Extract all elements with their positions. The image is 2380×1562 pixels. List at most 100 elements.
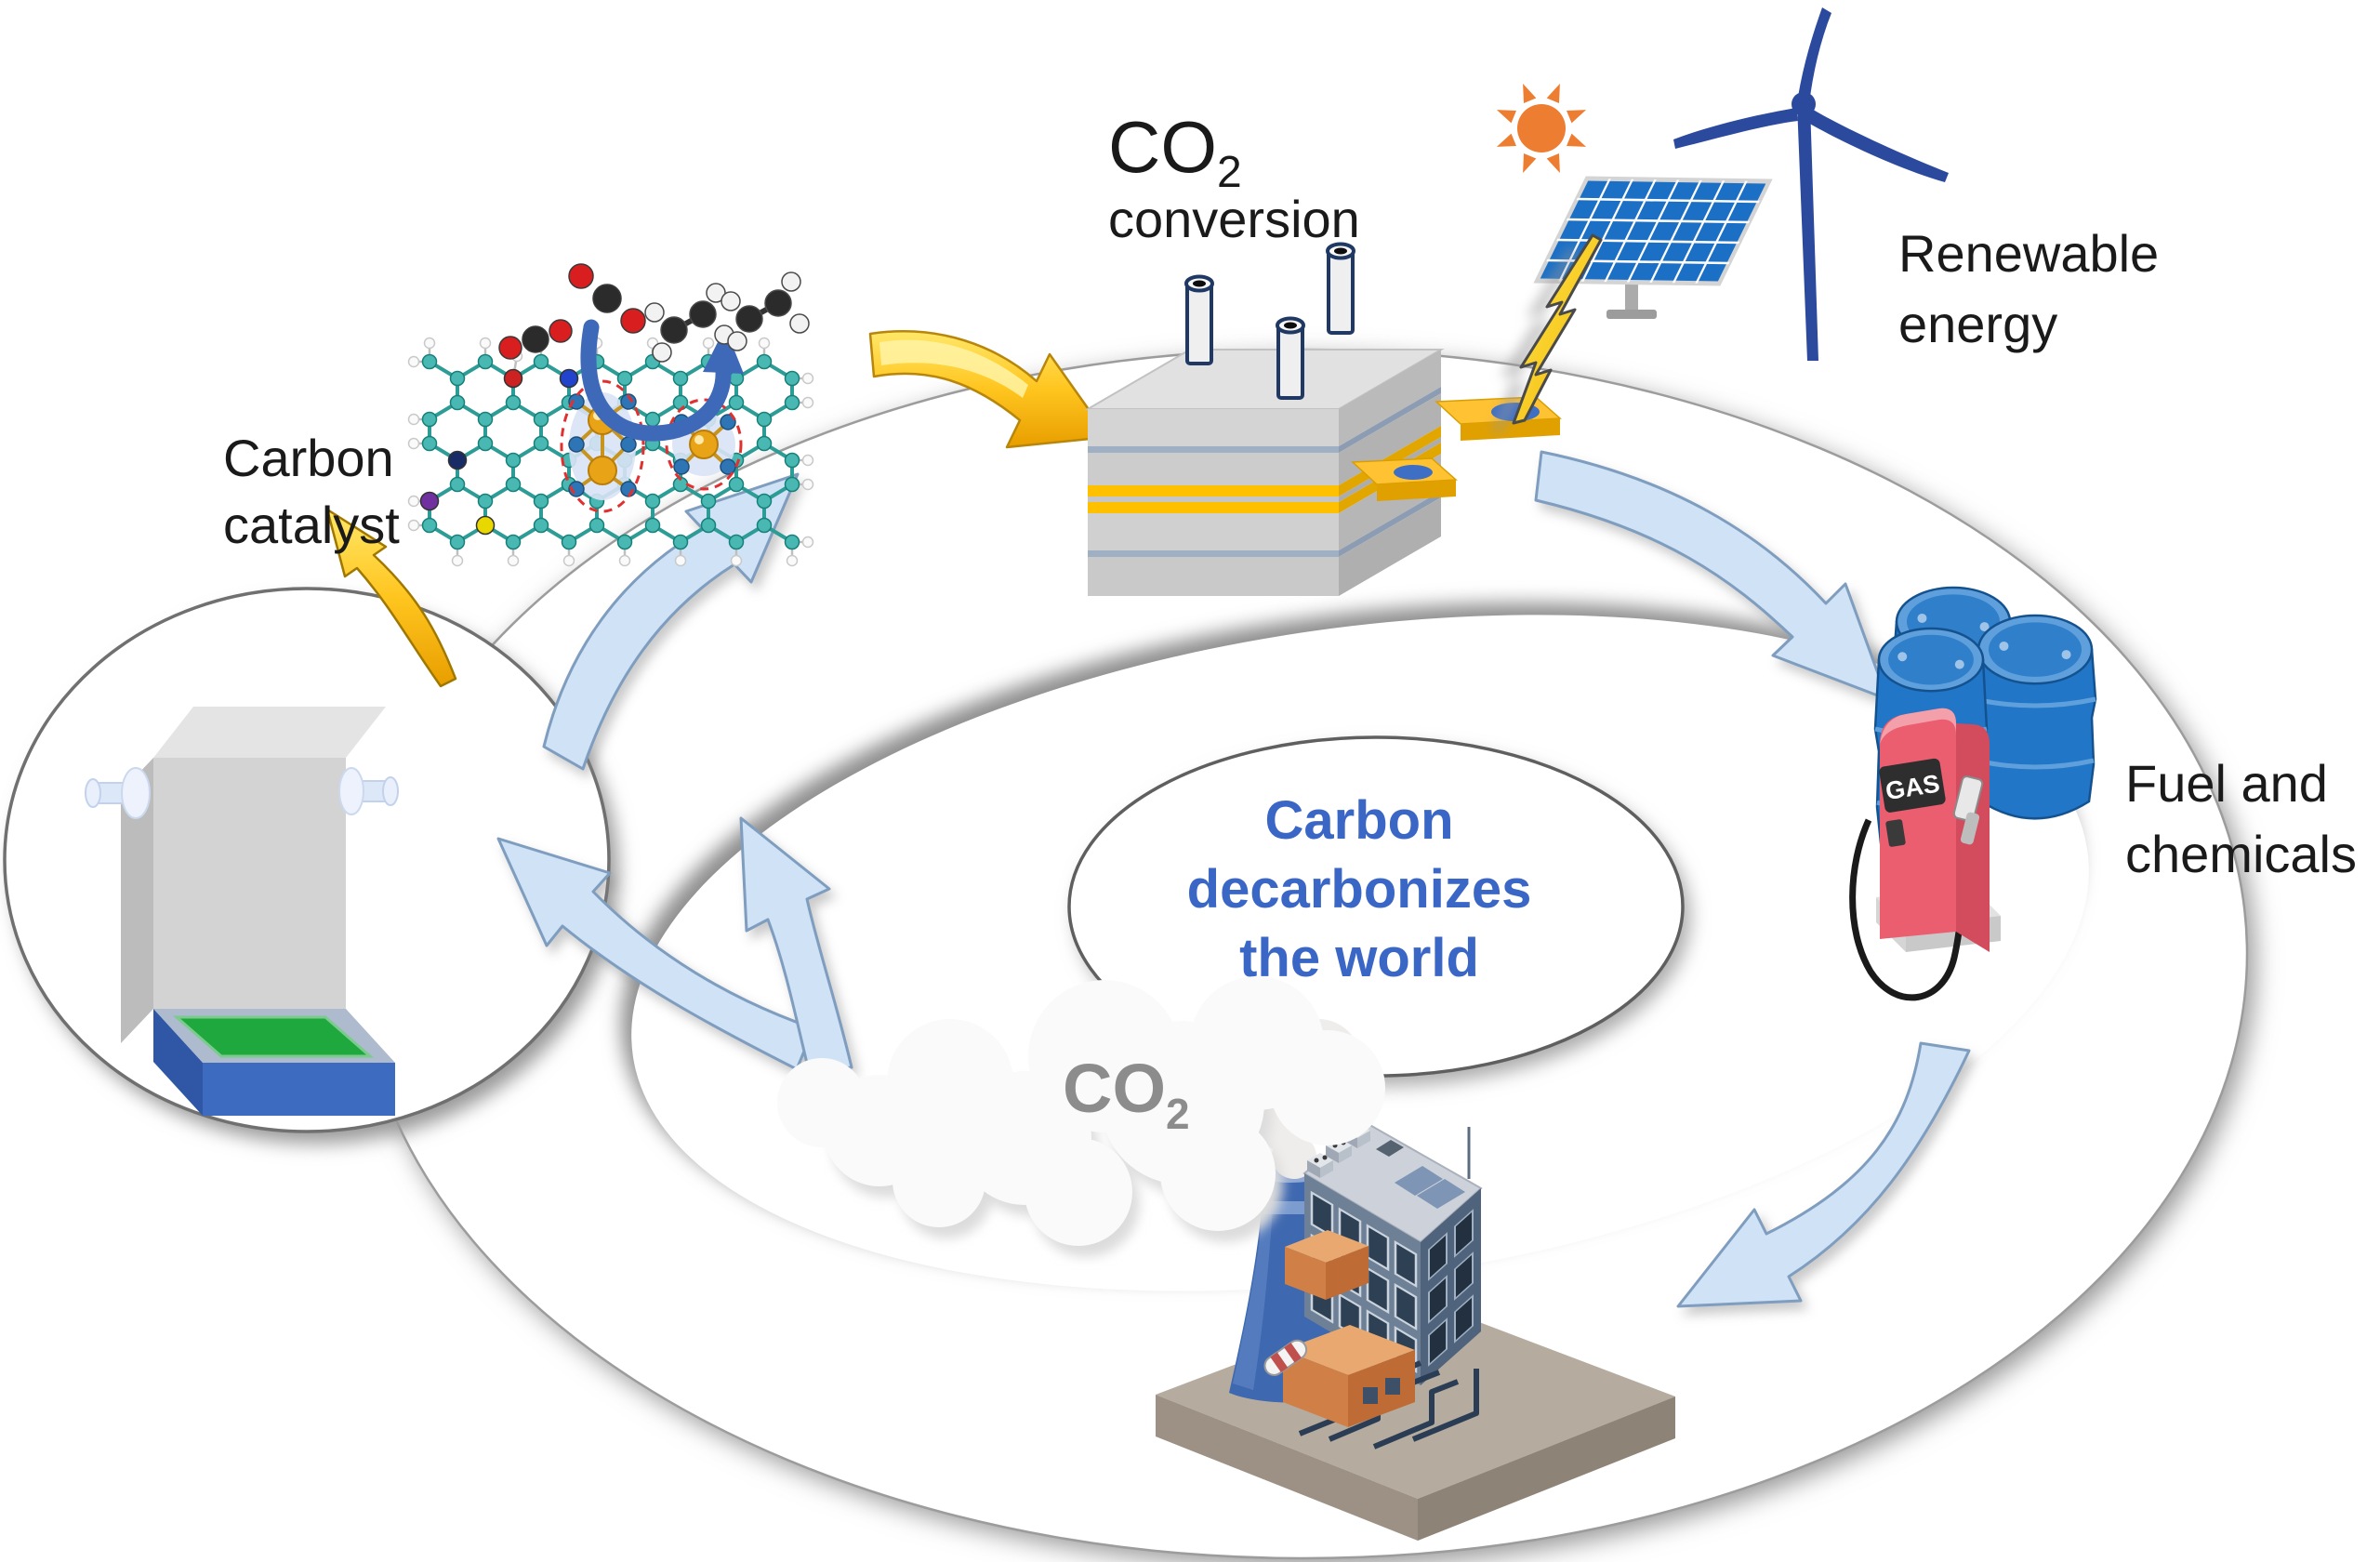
co2-cloud-icon: CO2 [777,976,1385,1257]
co2-molecule-icon [498,263,646,360]
cell-layer-side [1339,497,1441,596]
carbon-atom [449,534,466,550]
hydrogen-atom [730,554,743,567]
panel-grid [1533,176,1773,286]
carbon-atom [756,411,773,428]
carbon-atom [449,370,466,387]
oil-barrel-icon [1973,614,2097,820]
cell-layer-side [1339,350,1441,446]
graphene-lattice-icon [407,337,814,567]
carbon-atom [784,394,800,411]
carbon-atom [421,353,438,370]
carbon-atom [644,493,661,510]
cell-layer [1088,557,1339,596]
striped-chimney [1263,1339,1308,1376]
carbon-atom [533,493,549,510]
carbon-atom [616,370,633,387]
electrolyzer-icon [1084,242,1562,596]
cell-layer [1088,409,1339,446]
roof-panel [1417,1179,1465,1209]
carbon-atom [644,411,661,428]
carbon-atom [505,394,522,411]
furnace-tube-right [338,767,399,815]
hydrogen-atom [451,554,464,567]
sun-ray [1496,133,1517,147]
hydrogen-atom [801,536,814,549]
hydrogen-atom [562,554,575,567]
hydrogen-atom [702,337,715,350]
pump-screen [1885,819,1906,847]
gold-highlight [694,435,704,444]
sun-ray [1546,152,1560,174]
carbon-atom [533,353,549,370]
carbon-atom [644,517,661,534]
hydrogen-atom [801,454,814,467]
arrow-furnace-to-catalyst-icon [325,508,457,688]
phosphorus-dopant [419,491,440,511]
solar-panel-icon [1533,176,1773,319]
hydrogen-atom [507,554,520,567]
ethylene-molecule-icon [644,271,810,363]
gas-pump-icon: GAS [1849,708,2001,1001]
tube-icon [1326,242,1355,335]
furnace-base-front [203,1063,395,1116]
carbon-atom [784,476,800,493]
carbon-atom [561,534,577,550]
sun-ray [1496,110,1517,124]
hydrogen-atom [407,519,420,532]
label-co2-conversion-line2: conversion [1108,190,1360,248]
contact-dot [1394,465,1433,480]
hydrogen-atom [407,437,420,450]
arrow-cloud-to-furnace-icon [496,837,815,1071]
cell-layer-side [1339,491,1441,557]
carbon-atom [784,534,800,550]
carbon-atom [784,452,800,469]
carbon-atom [533,435,549,452]
arrow-highlight [879,339,1028,398]
arrow-fuel-to-factory-icon [1676,1041,1971,1308]
figure-labels: Carbon catalyst CO2 conversion Renewable… [223,106,2357,883]
hydrogen-atom [407,355,420,368]
wind-turbine-icon [1673,7,1949,361]
carbon-atom [672,394,689,411]
carbon-atom [505,476,522,493]
label-renewable-line1: Renewable [1898,224,2159,283]
hydrogen-atom [407,495,420,508]
hydrogen-atom [423,337,436,350]
furnace-top [153,707,386,758]
carbon-atom [477,435,494,452]
electrode-tab-lower [1351,457,1458,501]
boron-dopant [447,450,468,470]
cell-layer [1088,453,1339,485]
roof-vent [1376,1140,1404,1157]
carbon-atom [784,370,800,387]
sulfur-dopant [475,515,496,536]
center-slogan-line3: the world [1239,928,1479,988]
cell-layer [1088,485,1339,496]
oxygen-dopant [503,368,523,389]
electrolyzer-tubes [1184,242,1355,400]
arrow-cloud-up-icon [739,816,853,1073]
carbon-atom [449,476,466,493]
carbon-atom [588,517,605,534]
roof-panel [1395,1166,1443,1196]
label-renewable-line2: energy [1898,295,2057,353]
hydrogen-atom [674,554,687,567]
panel-post [1625,279,1638,312]
cell-layer [1088,513,1339,550]
pump-sign: GAS [1879,758,1946,813]
label-fuel-line1: Fuel and [2125,754,2328,813]
reaction-u-arrow-icon [580,319,744,442]
carbon-atom [421,517,438,534]
carbon-atom [756,517,773,534]
carbon-atom [616,534,633,550]
sun-ray [1566,133,1587,147]
carbon-atom [477,493,494,510]
active-site-circle [560,379,645,513]
carbon-atom [672,370,689,387]
carbon-atom [700,517,717,534]
hydrogen-atom [801,478,814,491]
center-slogan-line1: Carbon [1265,790,1454,851]
